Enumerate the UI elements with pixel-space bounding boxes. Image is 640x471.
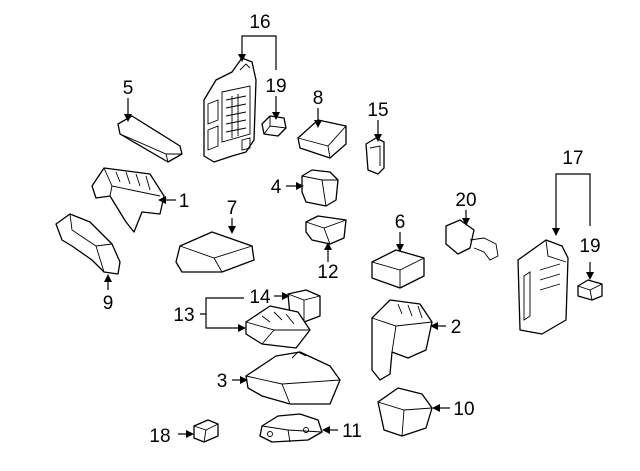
part-2-relay-box (371, 299, 433, 381)
callout-19-right: 19 (579, 236, 600, 257)
arrow-20 (462, 218, 470, 226)
callout-17: 17 (562, 148, 583, 169)
part-5-cover (117, 115, 183, 163)
callout-19-top: 19 (265, 76, 286, 97)
part-19-relay-right (577, 279, 603, 301)
callout-18: 18 (149, 426, 170, 447)
arrow-12 (324, 242, 332, 250)
arrow-5 (124, 114, 132, 122)
arrow-2 (430, 322, 438, 330)
part-18-relay (193, 419, 219, 443)
callout-8: 8 (313, 88, 324, 109)
part-4-relay (301, 169, 339, 207)
callout-20: 20 (455, 190, 476, 211)
callout-10: 10 (453, 399, 474, 420)
arrow-3 (240, 376, 248, 384)
arrow-19-right (586, 272, 594, 280)
arrow-7 (228, 226, 236, 234)
callout-13: 13 (173, 305, 194, 326)
arrow-14 (282, 292, 290, 300)
arrow-15 (374, 134, 382, 142)
callout-6: 6 (395, 212, 406, 233)
part-10-tray (377, 387, 433, 437)
arrow-16 (238, 54, 246, 62)
callout-14: 14 (249, 287, 271, 308)
part-17-ecu (517, 239, 569, 335)
arrow-11 (322, 426, 330, 434)
part-9-bracket (55, 213, 121, 275)
callout-5: 5 (123, 78, 134, 99)
callout-2: 2 (451, 317, 462, 338)
arrow-19-top (272, 112, 280, 120)
arrow-4 (296, 182, 304, 190)
arrow-6 (396, 244, 404, 252)
part-1-relay-block (91, 167, 165, 233)
callout-7: 7 (227, 198, 238, 219)
part-6-module (371, 249, 425, 289)
callout-1: 1 (179, 191, 190, 212)
part-11-bracket (259, 413, 323, 443)
leader-17 (555, 173, 591, 228)
callout-3: 3 (217, 371, 228, 392)
arrow-17 (552, 228, 560, 236)
callout-15: 15 (367, 100, 388, 121)
part-15-bracket (365, 137, 385, 175)
arrow-13 (238, 324, 246, 332)
callout-4: 4 (271, 177, 282, 198)
callout-11: 11 (342, 421, 362, 442)
callout-12: 12 (317, 262, 338, 283)
part-12-holder (305, 215, 347, 245)
leader-13 (200, 297, 244, 329)
part-19-relay-top (261, 115, 287, 137)
callout-9: 9 (103, 293, 114, 314)
arrow-9 (104, 274, 112, 282)
arrow-18 (186, 430, 194, 438)
part-3-bracket (245, 351, 341, 405)
part-20-connector (445, 219, 499, 261)
arrow-8 (314, 120, 322, 128)
part-8-module (297, 119, 347, 159)
callout-16: 16 (249, 12, 270, 33)
part-7-cover (175, 231, 255, 273)
leader-16 (241, 35, 277, 70)
part-16-junction-block (203, 57, 257, 163)
arrow-10 (432, 404, 440, 412)
part-13-fuse-block (245, 305, 311, 349)
arrow-1 (158, 196, 166, 204)
